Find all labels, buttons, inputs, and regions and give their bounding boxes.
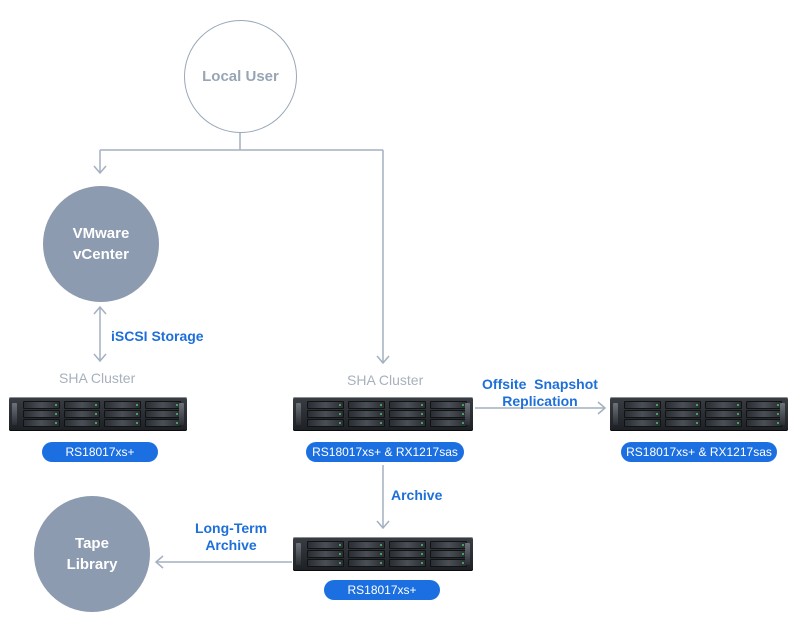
drive-bay [104, 410, 141, 418]
drive-bay [348, 401, 385, 409]
long-term-archive-label: Long-Term Archive [189, 520, 273, 554]
archive-server [293, 537, 473, 571]
vmware-line-2: vCenter [73, 246, 129, 263]
center-cluster-title: SHA Cluster [347, 372, 424, 388]
drive-bay-grid [307, 541, 467, 567]
arrow-to-archive [376, 520, 390, 530]
arrow-up-vmware [93, 305, 107, 315]
drive-bay [745, 410, 782, 418]
drive-bay [307, 410, 344, 418]
vmware-line-1: VMware [72, 225, 130, 242]
drive-bay [307, 559, 344, 567]
replication-line-2: Replication [502, 393, 578, 409]
drive-bay [389, 550, 426, 558]
drive-bay [430, 419, 467, 427]
long-term-line-1: Long-Term [194, 520, 268, 536]
center-cluster-model-badge: RS18017xs+ & RX1217sas [306, 442, 464, 462]
user-branch-line [99, 132, 384, 362]
arrow-to-tape [154, 555, 164, 569]
drive-bay [307, 401, 344, 409]
drive-bay [430, 410, 467, 418]
drive-bay [430, 541, 467, 549]
drive-bay [104, 401, 141, 409]
drive-bay [144, 401, 181, 409]
drive-bay [745, 419, 782, 427]
tape-library-node: Tape Library [34, 496, 150, 612]
drive-bay [624, 410, 661, 418]
drive-bay [705, 410, 742, 418]
drive-bay [348, 559, 385, 567]
drive-bay [23, 401, 60, 409]
drive-bay [144, 419, 181, 427]
drive-bay [705, 401, 742, 409]
drive-bay [705, 419, 742, 427]
drive-bay [144, 410, 181, 418]
drive-bay [389, 541, 426, 549]
drive-bay [23, 419, 60, 427]
offsite-server [610, 397, 788, 431]
drive-bay [348, 541, 385, 549]
drive-bay [389, 410, 426, 418]
arrow-down-left-cluster [93, 353, 107, 363]
drive-bay [23, 410, 60, 418]
vmware-vcenter-label: VMware vCenter [73, 223, 130, 265]
drive-bay [348, 419, 385, 427]
arrow-to-vmware [93, 165, 107, 175]
drive-bay [104, 419, 141, 427]
drive-bay [348, 550, 385, 558]
drive-bay [624, 401, 661, 409]
archive-model-badge: RS18017xs+ [324, 580, 440, 600]
arrow-to-offsite [597, 401, 607, 415]
local-user-label: Local User [202, 68, 279, 85]
drive-bay [664, 419, 701, 427]
iscsi-storage-label: iSCSI Storage [111, 328, 204, 344]
drive-bay [307, 419, 344, 427]
left-cluster-model-badge: RS18017xs+ [42, 442, 158, 462]
drive-bay [430, 401, 467, 409]
drive-bay [745, 401, 782, 409]
drive-bay [664, 401, 701, 409]
center-cluster-server [293, 397, 473, 431]
offsite-model-badge: RS18017xs+ & RX1217sas [621, 442, 777, 462]
long-term-line-2: Archive [205, 537, 257, 553]
tape-line-1: Tape [75, 535, 109, 552]
offsite-replication-label: Offsite Snapshot Replication [478, 376, 602, 410]
drive-bay [624, 419, 661, 427]
drive-bay [348, 410, 385, 418]
tape-line-2: Library [66, 556, 118, 573]
left-cluster-server [9, 397, 187, 431]
drive-bay-grid [23, 401, 181, 427]
drive-bay [389, 401, 426, 409]
drive-bay [664, 410, 701, 418]
vmware-vcenter-node: VMware vCenter [43, 186, 159, 302]
replication-line-1: Offsite Snapshot [482, 376, 598, 392]
tape-library-label: Tape Library [67, 533, 118, 575]
archive-label: Archive [391, 487, 443, 503]
left-cluster-title: SHA Cluster [59, 370, 136, 386]
drive-bay [389, 419, 426, 427]
drive-bay [430, 550, 467, 558]
drive-bay [63, 401, 100, 409]
drive-bay [389, 559, 426, 567]
drive-bay [307, 541, 344, 549]
arrow-to-center-cluster [376, 355, 390, 365]
drive-bay [307, 550, 344, 558]
drive-bay-grid [624, 401, 782, 427]
drive-bay [430, 559, 467, 567]
drive-bay [63, 410, 100, 418]
drive-bay-grid [307, 401, 467, 427]
drive-bay [63, 419, 100, 427]
local-user-node: Local User [184, 20, 297, 133]
